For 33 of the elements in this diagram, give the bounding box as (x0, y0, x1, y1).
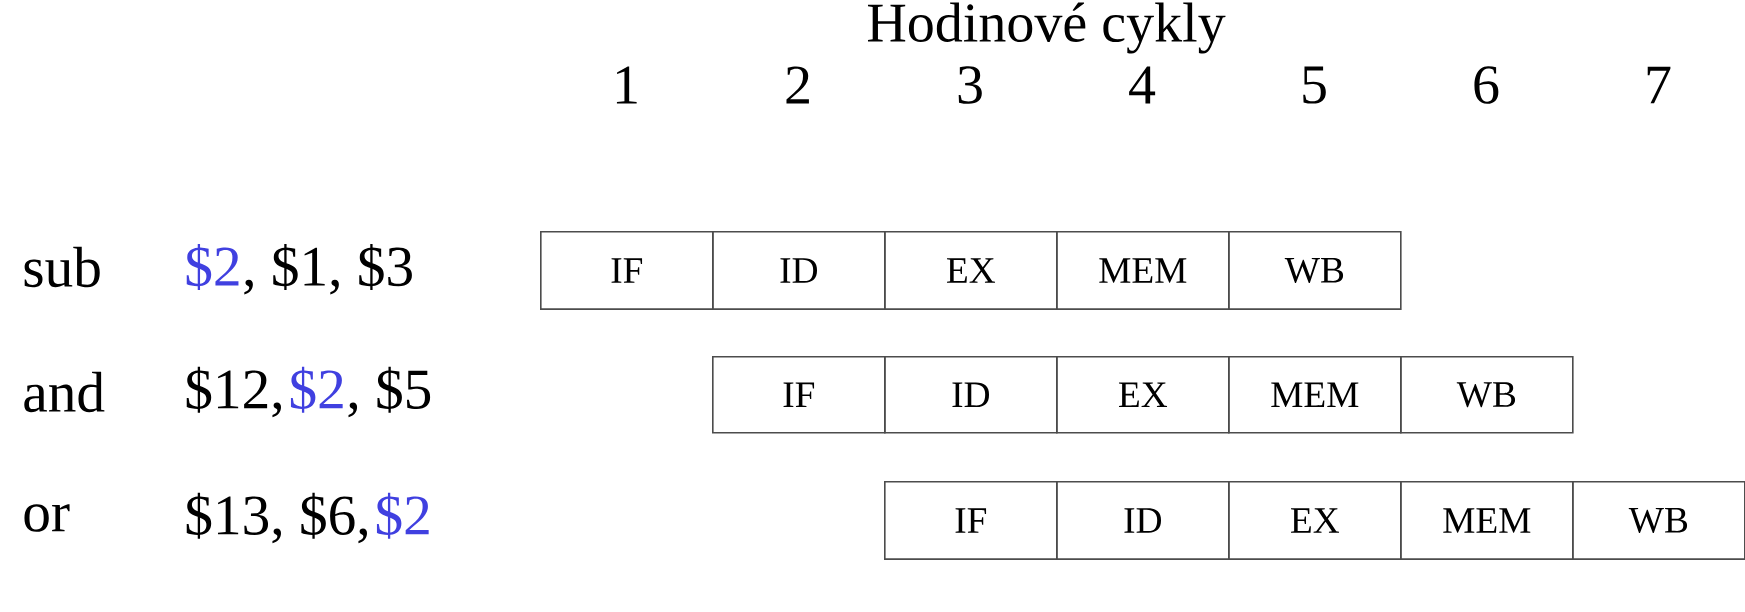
pipeline-stage-box: WB (1400, 356, 1574, 434)
register-operand: $2 (290, 366, 343, 413)
cycle-number: 2 (786, 66, 809, 104)
pipeline-stage-box: IF (712, 356, 886, 434)
cycle-number: 7 (1647, 66, 1671, 104)
cycle-number: 3 (958, 66, 982, 104)
pipeline-stage-box: EX (884, 231, 1058, 310)
pipeline-stage-box: EX (1228, 481, 1402, 560)
instruction-mnemonic: or (24, 504, 70, 532)
pipeline-stage-box: MEM (1056, 231, 1230, 310)
cycle-number: 5 (1303, 66, 1326, 104)
register-operand: $2 (186, 244, 239, 290)
pipeline-stage-box: ID (1056, 481, 1230, 560)
register-operand: , $1, $3 (244, 244, 412, 295)
pipeline-stage-box: WB (1572, 481, 1745, 560)
register-operand: $12, (186, 366, 281, 418)
pipeline-stage-box: MEM (1228, 356, 1402, 434)
pipeline-stage-box: EX (1056, 356, 1230, 434)
instruction-mnemonic: and (24, 371, 105, 413)
pipeline-stage-box: MEM (1400, 481, 1574, 560)
pipeline-stage-box: ID (712, 231, 886, 310)
instruction-mnemonic: sub (24, 246, 100, 288)
pipeline-stage-box: ID (884, 356, 1058, 434)
register-operand: $2 (376, 492, 429, 539)
pipeline-stage-box: IF (884, 481, 1058, 560)
pipeline-stage-box: WB (1228, 231, 1402, 310)
pipeline-stage-box: IF (540, 231, 714, 310)
cycle-number: 4 (1129, 66, 1156, 104)
register-operand: $13, $6, (186, 492, 367, 544)
cycle-number: 1 (616, 66, 637, 104)
axis-heading: Hodinové cykly (868, 2, 1226, 54)
cycle-number: 6 (1474, 66, 1499, 104)
register-operand: , $5 (348, 366, 431, 418)
